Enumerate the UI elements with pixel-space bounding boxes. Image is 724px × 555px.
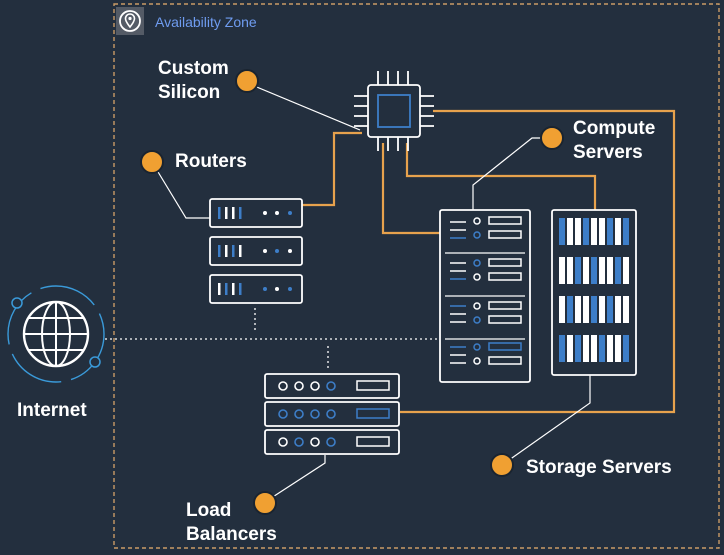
storage-drive-bay [575,335,581,362]
storage-drive-bay [559,296,565,323]
load-balancer-unit [264,429,400,455]
compute-servers-label-line1: Compute [573,118,656,139]
compute-server-rack [439,209,531,383]
compute-blade [450,258,522,281]
storage-drive-bay [607,257,613,284]
availability-zone-border [113,3,720,549]
storage-drive-bay [607,296,613,323]
storage-shelf [559,257,629,284]
location-pin-icon [116,7,144,35]
load-balancers-label-line1: Load [186,500,232,521]
custom-silicon-label-line1: Custom [158,58,229,79]
routers-pointer-line [151,161,210,219]
routers-label: Routers [175,151,247,172]
storage-drive-bay [607,218,613,245]
storage-drive-bay [567,218,573,245]
storage-drive-bay [615,257,621,284]
storage-shelf [559,335,629,362]
storage-drive-bay [591,257,597,284]
chip-to-storage-line [405,143,597,210]
storage-drive-bay [623,335,629,362]
storage-drive-bay [575,257,581,284]
storage-drive-bay [599,257,605,284]
custom-silicon-marker [235,69,259,93]
storage-drive-bay [615,218,621,245]
storage-drive-bay [583,296,589,323]
compute-blade [450,342,522,365]
storage-shelf [559,296,629,323]
storage-drive-bay [591,296,597,323]
availability-zone-label: Availability Zone [155,14,257,30]
storage-drive-bay [583,335,589,362]
compute-servers-label-line2: Servers [573,142,643,163]
internet-globe-icon [7,285,105,383]
load-balancer-unit [264,401,400,427]
storage-pointer-line [501,375,591,466]
storage-servers-marker [490,453,514,477]
silicon-pointer-line [246,82,361,131]
storage-drive-bay [567,296,573,323]
pointer-lines [151,82,591,503]
storage-shelf [559,218,629,245]
storage-drive-bay [559,257,565,284]
storage-drive-bay [623,218,629,245]
load-balancers-marker [253,491,277,515]
storage-drive-bay [623,296,629,323]
compute-pointer-line [472,137,552,210]
router-to-chip-line [302,131,362,207]
connectors [302,109,676,414]
custom-silicon-label-line2: Silicon [158,82,221,103]
storage-drive-bay [599,296,605,323]
storage-drive-bay [615,296,621,323]
router-stack [209,198,303,304]
storage-server-rack [551,209,637,376]
markers [140,69,564,515]
storage-drive-bay [567,257,573,284]
storage-drive-bay [591,335,597,362]
storage-drive-bay [623,257,629,284]
internet-label: Internet [17,400,87,421]
storage-drive-bay [559,218,565,245]
storage-drive-bay [559,335,565,362]
chip-to-loadbalancer-line [400,109,676,414]
compute-blade [450,301,522,324]
router-unit [209,236,303,266]
storage-drive-bay [583,257,589,284]
storage-drive-bay [607,335,613,362]
storage-drive-bay [599,218,605,245]
dotted-lines [105,308,440,371]
storage-drive-bay [583,218,589,245]
storage-drive-bay [599,335,605,362]
compute-blade [450,216,522,239]
load-balancer-unit [264,373,400,399]
storage-drive-bay [615,335,621,362]
router-unit [209,274,303,304]
loadbalancer-pointer-line [264,455,326,503]
load-balancer-stack [264,373,400,455]
custom-silicon-chip [354,71,434,151]
storage-servers-label: Storage Servers [526,457,672,478]
routers-marker [140,150,164,174]
storage-drive-bay [575,218,581,245]
load-balancers-label-line2: Balancers [186,524,277,545]
chip-to-compute-line [381,143,440,235]
storage-drive-bay [575,296,581,323]
storage-drive-bay [567,335,573,362]
compute-servers-marker [540,126,564,150]
router-unit [209,198,303,228]
storage-drive-bay [591,218,597,245]
